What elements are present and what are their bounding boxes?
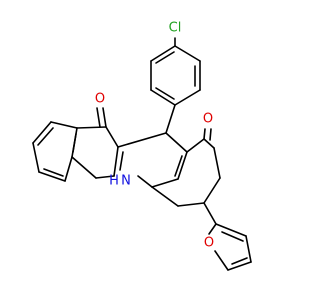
- nitrogen-label: N: [121, 174, 131, 189]
- chlorine-label: Cl: [169, 21, 182, 36]
- atom-labels: Cl O O N H O: [95, 21, 214, 251]
- carbonyl-oxygen-top-label: O: [95, 92, 105, 107]
- nitrogen-hydrogen-label: H: [109, 174, 119, 189]
- molecule-structure: Cl O O N H O: [32, 21, 252, 271]
- carbonyl-oxygen-right-label: O: [203, 112, 213, 127]
- furan-oxygen-label: O: [204, 236, 214, 251]
- bond-lines: [32, 37, 252, 271]
